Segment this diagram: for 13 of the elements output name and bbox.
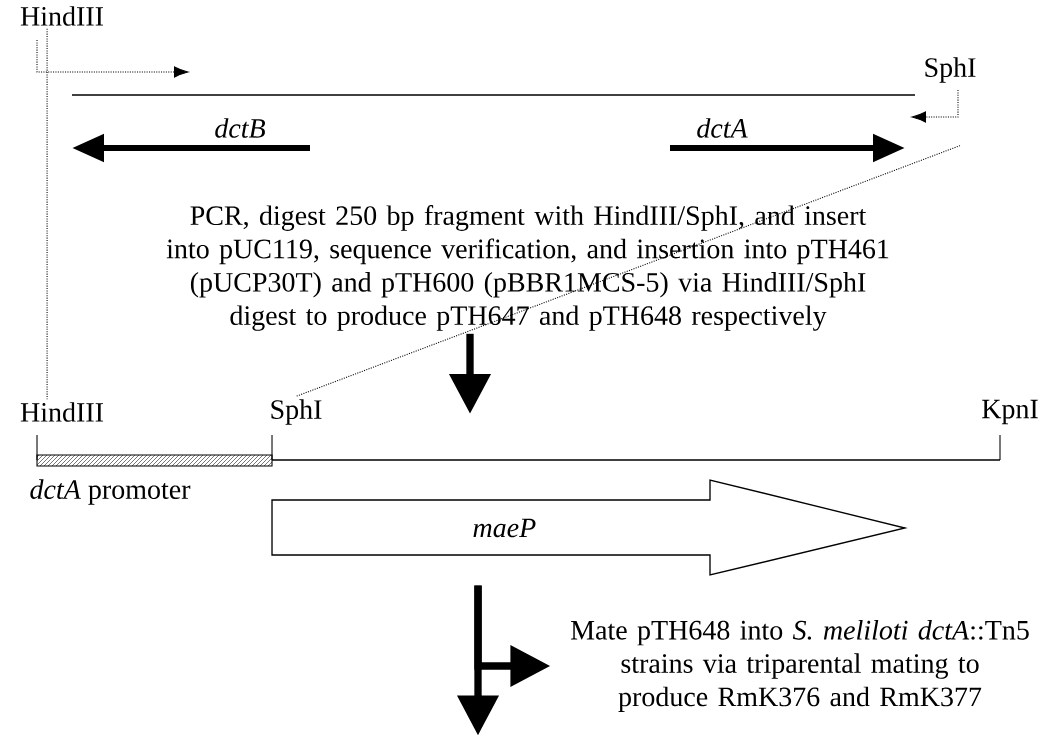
connector-line bbox=[46, 28, 48, 400]
site-label: SphI bbox=[271, 399, 322, 425]
construct-drawing bbox=[36, 434, 1001, 461]
connector-line bbox=[295, 145, 961, 397]
site-label: SphI bbox=[925, 57, 976, 83]
site-label: HindIII bbox=[20, 402, 103, 422]
node-label: dctA promoter bbox=[30, 479, 191, 505]
procedure-text: Mate pTH648 into S. meliloti dctA::Tn5 strains via triparental mating to produce RmK376 and RmK377 bbox=[571, 619, 1029, 712]
promoter-box: dctA promoter bbox=[30, 454, 273, 505]
site-label: HindIII bbox=[20, 6, 103, 26]
node-label: dctB bbox=[215, 118, 266, 138]
node-label: dctA bbox=[697, 118, 748, 138]
site-label: KpnI bbox=[982, 399, 1038, 425]
